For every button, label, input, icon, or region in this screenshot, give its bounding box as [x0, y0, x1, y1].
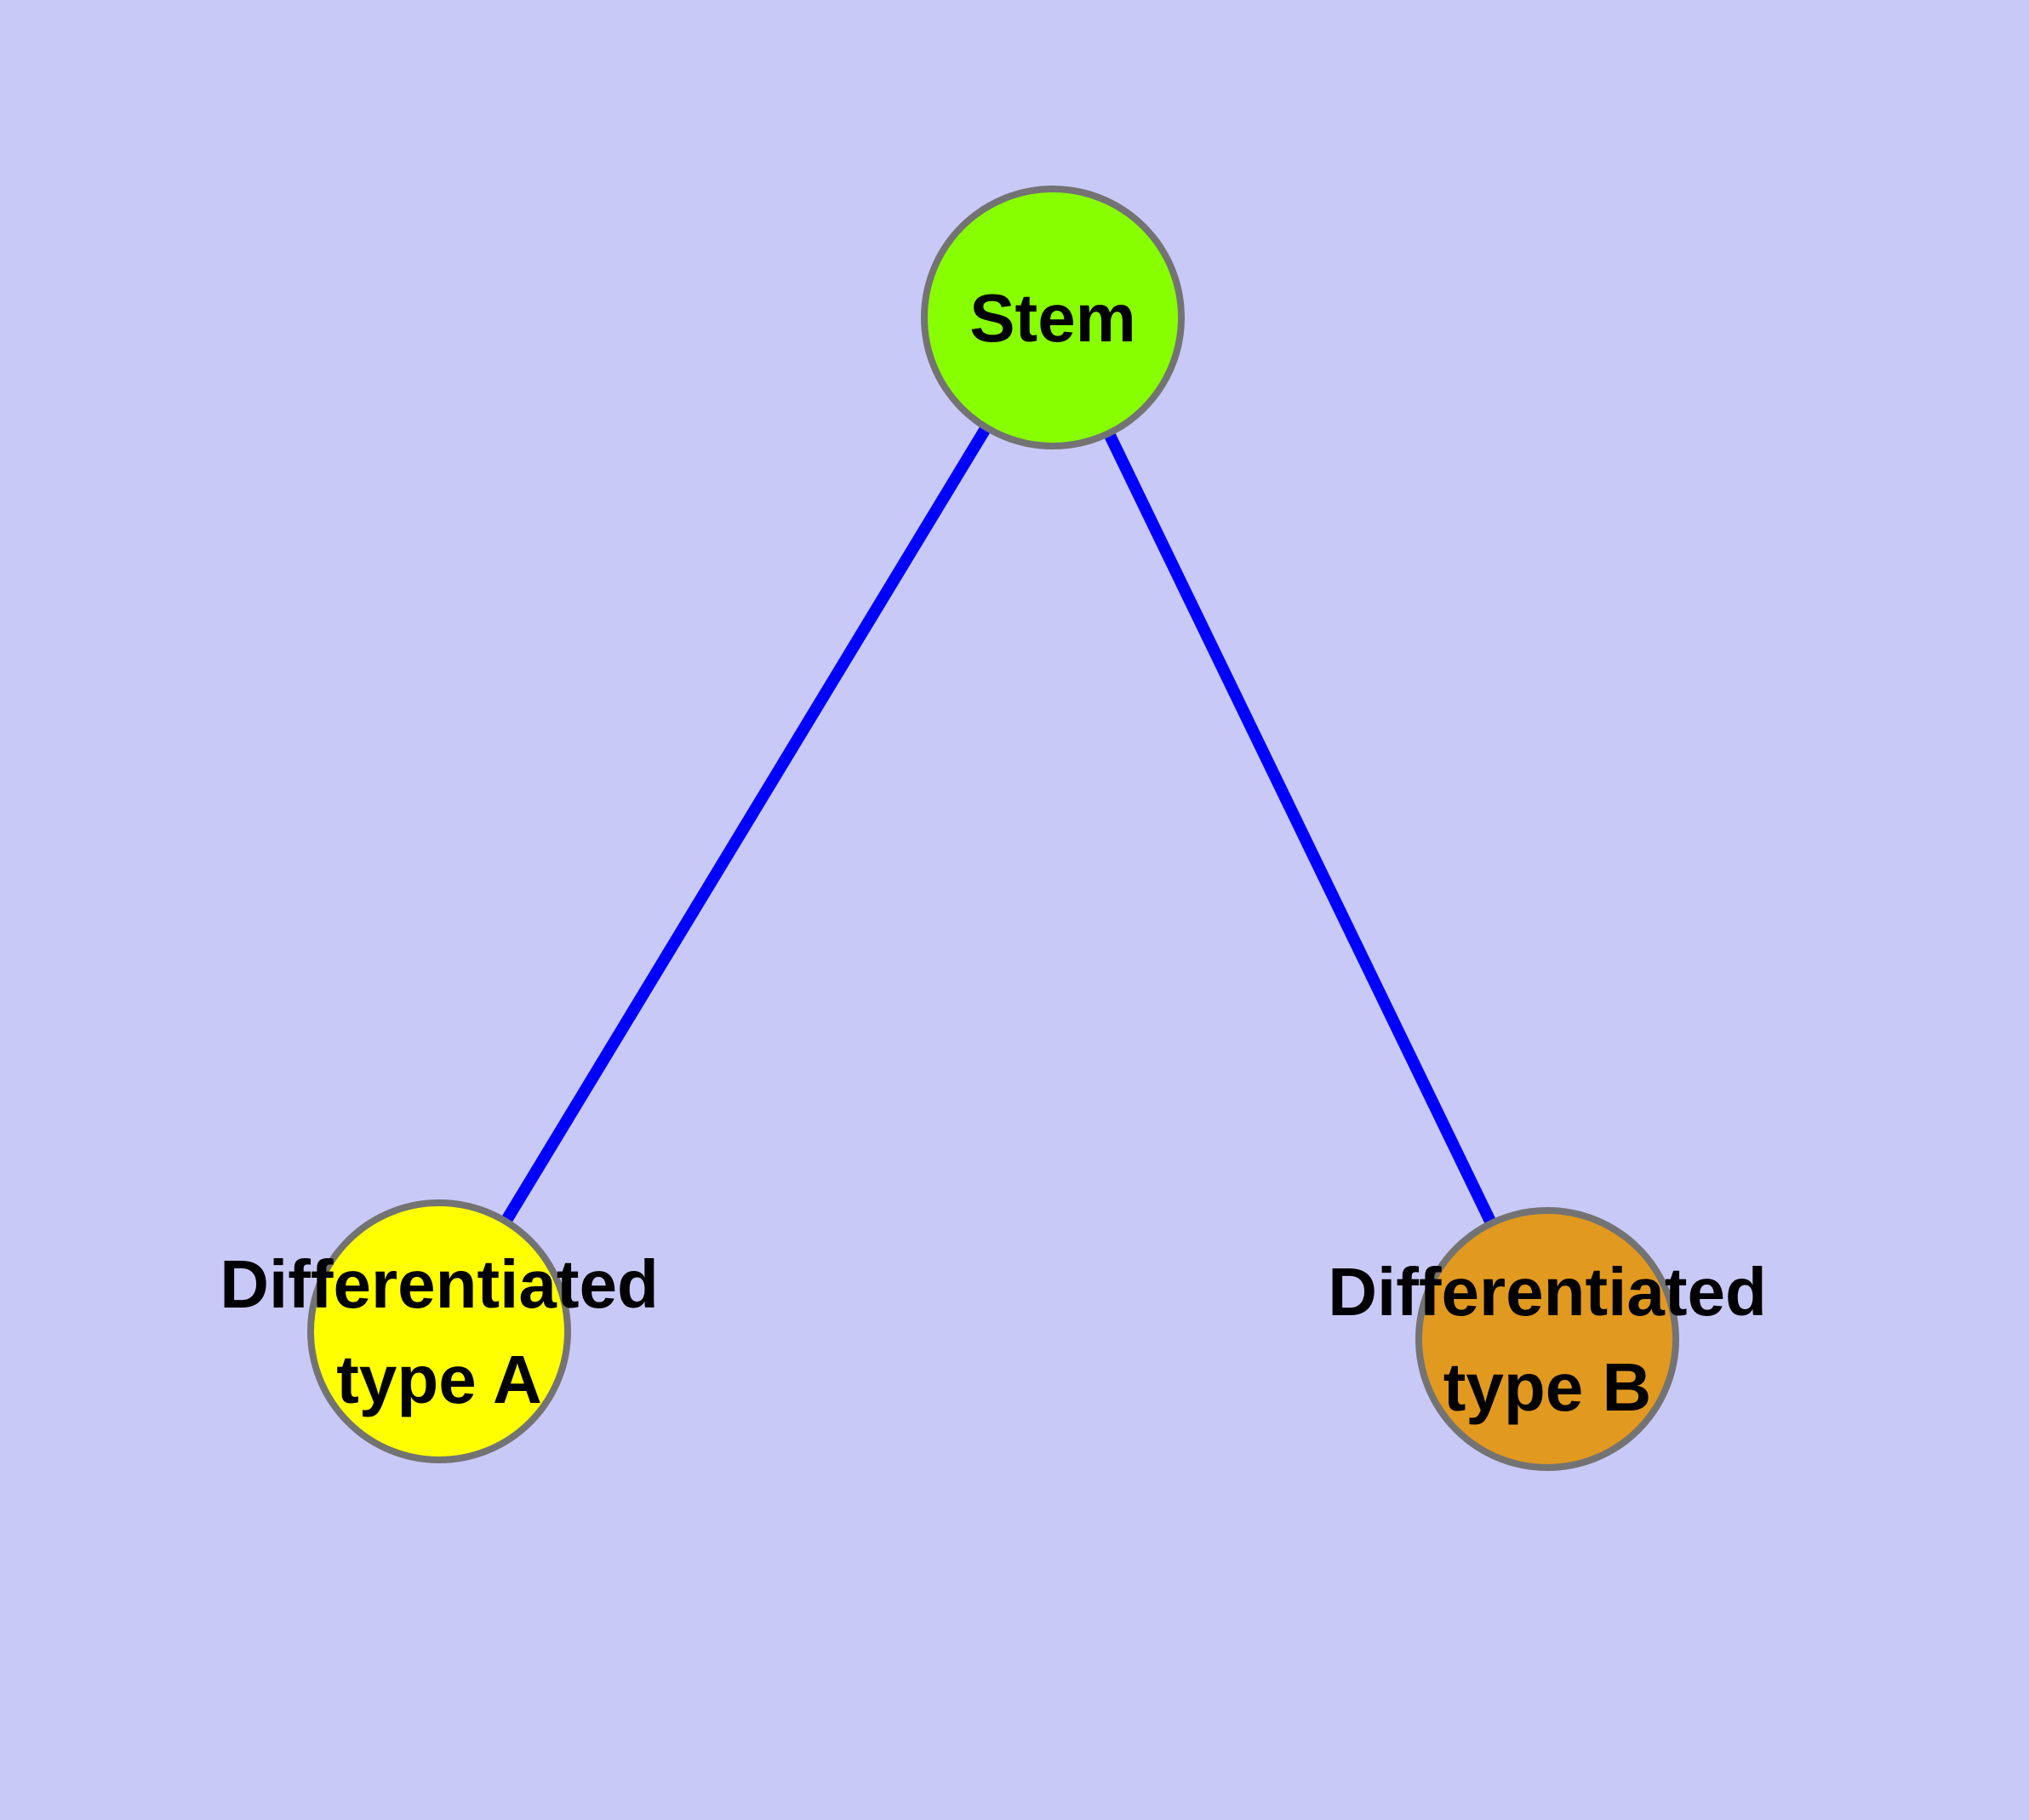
node-type-b-label: Differentiated type B — [1328, 1254, 1767, 1425]
node-type-b-circle — [1415, 1207, 1679, 1471]
node-type-a-label: Differentiated type A — [220, 1246, 659, 1417]
node-stem-label-line: Stem — [969, 280, 1136, 356]
node-stem-label: Stem — [969, 280, 1136, 356]
node-stem-circle — [921, 186, 1185, 449]
node-type-b-label-line: Differentiated — [1328, 1254, 1767, 1330]
edge-stem-type-b — [1047, 314, 1553, 1342]
node-type-b-label-line: type B — [1443, 1349, 1652, 1425]
node-type-a-circle — [307, 1199, 571, 1463]
edge-stem-type-a — [434, 314, 1058, 1335]
node-type-a-label-line: Differentiated — [220, 1246, 659, 1322]
node-type-a-label-line: type A — [336, 1342, 542, 1417]
